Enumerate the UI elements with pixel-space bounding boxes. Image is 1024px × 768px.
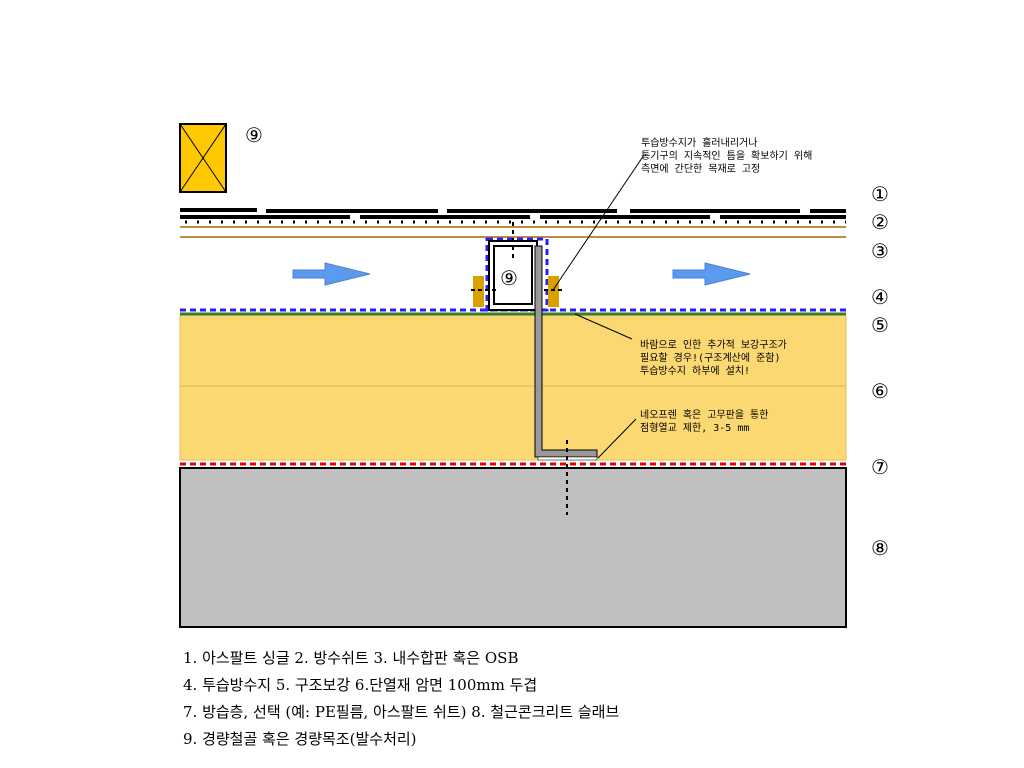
legend-box-9-icon <box>179 123 227 193</box>
marker-9-legend: ⑨ <box>245 123 263 147</box>
side-wood-block <box>548 276 559 307</box>
legend-line-3: 7. 방습층, 선택 (예: PE필름, 아스팔트 쉬트) 8. 철근콘크리트 … <box>183 703 620 721</box>
batten-member <box>488 240 538 311</box>
concrete-slab <box>179 467 847 628</box>
marker-5: ⑤ <box>871 313 889 337</box>
note-bottom-line-2: 점형열교 제한, 3-5 mm <box>640 422 749 434</box>
insulation-layer <box>179 314 847 461</box>
airflow-arrow-icon <box>292 262 371 286</box>
marker-7: ⑦ <box>871 455 889 479</box>
marker-8: ⑧ <box>871 536 889 560</box>
side-wood-block <box>473 276 484 307</box>
marker-4: ④ <box>871 285 889 309</box>
note-middle-line-3: 투습방수지 하부에 설치! <box>640 364 750 377</box>
osb-layer <box>180 226 846 238</box>
marker-3: ③ <box>871 239 889 263</box>
marker-9-batten: ⑨ <box>500 266 518 290</box>
note-top-line-1: 투습방수지가 흘러내리거나 <box>641 136 757 149</box>
legend-line-1: 1. 아스팔트 싱글 2. 방수쉬트 3. 내수합판 혹은 OSB <box>183 649 519 667</box>
note-bottom-line-1: 네오프렌 혹은 고무판을 통한 <box>640 408 768 421</box>
angle-bracket <box>534 245 598 458</box>
note-middle-line-1: 바람으로 인한 추가적 보강구조가 <box>640 338 787 351</box>
legend-line-4: 9. 경량철골 혹은 경량목조(발수처리) <box>183 730 417 748</box>
asphalt-shingle-layer <box>180 208 846 219</box>
marker-2: ② <box>871 210 889 234</box>
note-middle-line-2: 필요할 경우!(구조계산에 준함) <box>640 351 781 364</box>
legend-line-2: 4. 투습방수지 5. 구조보강 6.단열재 암면 100mm 두겹 <box>183 676 538 694</box>
airflow-arrow-icon <box>672 262 751 286</box>
note-top-line-2: 통기구의 지속적인 틈을 확보하기 위해 <box>641 149 812 162</box>
note-top-line-3: 측면에 간단한 목재로 고정 <box>641 163 760 175</box>
leader-line <box>574 313 633 340</box>
marker-6: ⑥ <box>871 379 889 403</box>
leader-line <box>552 154 645 291</box>
leader-line <box>597 418 637 459</box>
marker-1: ① <box>871 182 889 206</box>
